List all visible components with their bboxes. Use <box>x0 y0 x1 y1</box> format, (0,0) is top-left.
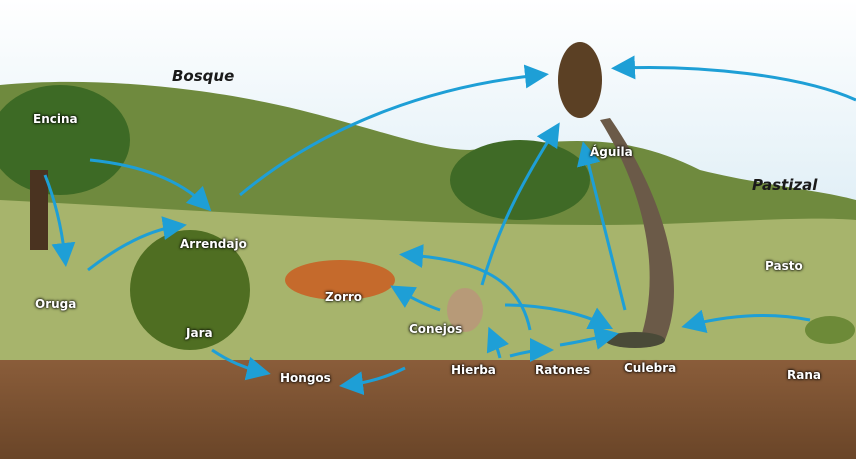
arrow-arrendajo-aguila <box>239 64 549 197</box>
label-oruga: Oruga <box>35 297 77 311</box>
arrow-hierba-conejos <box>486 326 509 359</box>
arrow-jara-hongos <box>211 348 271 381</box>
label-encina: Encina <box>33 112 78 126</box>
food-arrows <box>43 55 856 396</box>
arrow-pastizal-aguila <box>611 55 856 102</box>
tree-canopy <box>450 140 590 220</box>
meadow <box>0 200 856 360</box>
arrow-conejos-aguila <box>480 122 560 286</box>
soil <box>0 360 856 459</box>
arrow-hierba-hongos <box>339 366 406 396</box>
label-hongos: Hongos <box>280 371 331 385</box>
label-arrendajo: Arrendajo <box>180 237 247 251</box>
eagle <box>558 42 602 118</box>
dead-tree <box>600 118 674 340</box>
frog <box>805 316 855 344</box>
arrow-ratones-culebra <box>559 326 619 350</box>
jara-bush <box>130 230 250 350</box>
label-jara: Jara <box>186 326 213 340</box>
label-ratones: Ratones <box>535 363 591 377</box>
label-culebra: Culebra <box>624 361 677 375</box>
region-pastizal: Pastizal <box>752 176 818 194</box>
oak-trunk <box>30 170 48 250</box>
fox <box>285 260 395 300</box>
arrow-hierba-ratones <box>509 338 554 363</box>
arrow-conejos-zorro <box>390 285 441 312</box>
label-pasto: Pasto <box>765 259 803 273</box>
snake <box>605 332 665 348</box>
label-conejos: Conejos <box>409 322 463 336</box>
label-aguila: Águila <box>590 145 633 159</box>
arrow-oruga-arrendajo <box>87 216 187 272</box>
arrow-rana-culebra <box>681 309 811 334</box>
oak-tree <box>0 85 130 195</box>
label-rana: Rana <box>787 368 821 382</box>
rabbit <box>447 288 483 332</box>
arrow-ratones-zorro <box>399 244 532 331</box>
region-bosque: Bosque <box>172 67 235 85</box>
arrow-conejos-culebra <box>504 303 614 330</box>
arrow-culebra-aguila <box>576 141 627 311</box>
arrow-encina-arrendajo <box>89 158 212 212</box>
label-zorro: Zorro <box>325 290 363 304</box>
arrow-encina-oruga <box>43 174 76 267</box>
label-hierba: Hierba <box>451 363 496 377</box>
